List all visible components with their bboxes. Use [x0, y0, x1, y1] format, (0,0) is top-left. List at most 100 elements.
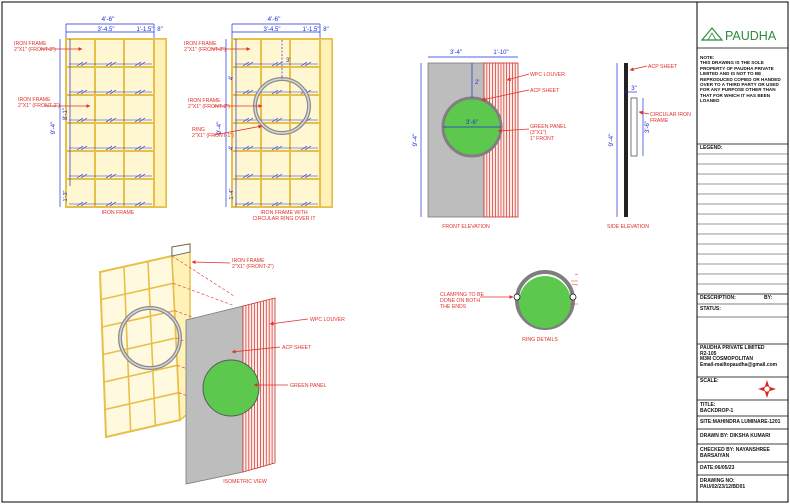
dim-width: 4'-6" [102, 16, 116, 23]
dim-tick [105, 117, 113, 123]
dim-tick [275, 117, 283, 123]
callout-green-panel: GREEN PANEL [290, 383, 327, 389]
dim-height: 9'-4" [216, 121, 223, 135]
leader-line [497, 128, 530, 133]
drawing-number: DRAWING NO: PAU/02/23/12/BD01 [700, 478, 746, 490]
leader-line [213, 124, 263, 136]
dim-tick [80, 61, 88, 67]
title-block-note: NOTE: THIS DRAWING IS THE SOLE PROPERTY … [700, 55, 781, 104]
legend-label: LEGEND: [700, 145, 723, 151]
leader-line [506, 73, 530, 81]
leader-line [231, 346, 281, 354]
drawing-date: DATE:06/05/23 [700, 465, 735, 471]
iron-frame-side-panel [319, 38, 333, 208]
dim-left: 3'-4.5" [98, 27, 115, 33]
iron-frame-ring-view: 4'-6" 3'-4.5" 1'-1.5" 8" 9'-4" 4' 4' 1'-… [184, 16, 333, 222]
drawing-title: TITLE: BACKDROP-1 [700, 402, 734, 414]
dim-tick [105, 201, 113, 207]
dim-tick [134, 89, 142, 95]
dim-tick [138, 61, 146, 67]
callout-wpc-louver: WPC LOUVER [310, 317, 345, 323]
dim-tick [242, 201, 250, 207]
dim-tick [138, 173, 146, 179]
dim-tick [300, 173, 308, 179]
dim-tick [105, 89, 113, 95]
dim-height: 9'-4" [50, 121, 57, 135]
dim-tick [275, 201, 283, 207]
dim-tick [80, 117, 88, 123]
dim-36: 3'-6" [645, 121, 651, 133]
dim-tick [275, 89, 283, 95]
side-acp-sheet [624, 63, 628, 217]
paudha-logo: PAUDHA [700, 27, 777, 43]
iron-frame-view: 4'-6" 3'-4.5" 1'-1.5" 8" 9'-4" 8'-1" 1'-… [14, 16, 167, 216]
status-label: STATUS: [700, 306, 721, 312]
caption-front-elevation: FRONT ELEVATION [442, 224, 490, 230]
dim-width: 4'-6" [268, 16, 282, 23]
dim-tick [105, 61, 113, 67]
dim-tick [76, 201, 84, 207]
dim-tick [109, 61, 117, 67]
dim-tick [271, 61, 279, 67]
drawn-by: DRAWN BY: DIKSHA KUMARI [700, 433, 771, 439]
company-address: PAUDHA PRIVATE LIMITED R2-105 M3M COSMOP… [700, 345, 778, 368]
iso-iron-frame [98, 243, 239, 439]
dim-tick [242, 61, 250, 67]
by-label: BY: [764, 295, 773, 301]
callout-green-panel: GREEN PANEL(3"X1")1" FRONT [530, 124, 567, 142]
iso-frame-member [101, 309, 175, 328]
iso-hidden-line [171, 255, 235, 297]
dim-left: 3'-4" [450, 50, 462, 56]
dim-right: 1'-10" [493, 50, 508, 56]
dim-height: 9'-4" [608, 133, 615, 147]
dim-tick [109, 117, 117, 123]
iso-frame-member [103, 364, 178, 383]
dim-tick [300, 61, 308, 67]
dim-tick [246, 61, 254, 67]
site-name: SITE:MAHINDRA LUMINARE-1201 [700, 419, 781, 425]
dim-tick [76, 61, 84, 67]
dim-tick [138, 145, 146, 151]
dim-tick [246, 89, 254, 95]
dim-part-1: 4' [229, 76, 235, 80]
dim-tick [109, 89, 117, 95]
scale-label: SCALE: [700, 378, 719, 384]
dim-tick [271, 89, 279, 95]
dim-tick [76, 117, 84, 123]
north-arrow-icon [758, 380, 776, 398]
leader-line [571, 283, 579, 286]
dim-tick [76, 173, 84, 179]
dim-8: 8" [157, 27, 162, 33]
dim-tick [76, 145, 84, 151]
dim-tick [271, 201, 279, 207]
detail-clamp-left [513, 293, 521, 301]
dim-3: 3" [631, 86, 636, 92]
dim-tick [242, 89, 250, 95]
dim-part-3: 1'-4" [229, 188, 235, 199]
dim-tick [271, 173, 279, 179]
dim-tick [109, 173, 117, 179]
dim-tick [80, 89, 88, 95]
dim-tick [109, 145, 117, 151]
caption-ring-details: RING DETAILS [522, 337, 558, 343]
dim-tick [246, 117, 254, 123]
iso-frame-member [102, 337, 177, 356]
leader-line [191, 260, 231, 265]
callout-wpc-louver: WPC LOUVER [530, 72, 565, 78]
dim-tick [105, 145, 113, 151]
dim-tick [134, 201, 142, 207]
callout-acp-sheet: ACP SHEET [530, 88, 560, 94]
description-label: DESCRIPTION: [700, 295, 736, 301]
dim-tick [242, 145, 250, 151]
dim-tick [138, 89, 146, 95]
iso-frame-member [104, 391, 179, 411]
side-circular-frame [630, 97, 638, 157]
dim-tick [80, 173, 88, 179]
